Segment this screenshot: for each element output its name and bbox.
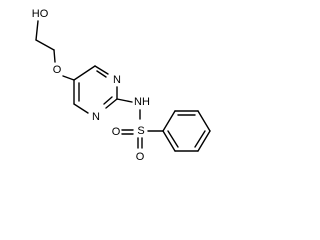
bond-o-ch2 (35, 20, 39, 41)
bond-c2-nh (116, 98, 133, 103)
bond-c2-n1-double (103, 96, 113, 105)
bond-c4-n3-double (96, 70, 107, 78)
bond-ph-3 (197, 110, 211, 132)
bond-ph-6 (162, 130, 176, 152)
sulfonamide-linkage (116, 98, 164, 149)
atom-labels: HO O N N NH S O O (32, 8, 150, 163)
bond-c5-c4 (73, 65, 96, 81)
bond-n1-c6 (73, 103, 89, 114)
bond-ph-6-double (167, 130, 179, 148)
molecule-drawing: HO O N N NH S O O (32, 8, 211, 163)
atom-amine: NH (134, 96, 150, 108)
bond-c4-n3 (94, 65, 109, 75)
atom-hydroxyl: HO (32, 8, 49, 20)
atom-ether-oxygen: O (53, 64, 62, 76)
atom-sulfur: S (137, 125, 144, 137)
pyrimidine-ring (73, 65, 118, 114)
atom-ring-nitrogen-top: N (113, 74, 121, 86)
atom-sulfonyl-oxygen-bottom: O (136, 151, 145, 163)
bond-ph-4 (197, 130, 211, 152)
hydroxyethyl-chain (35, 20, 75, 81)
bond-ch2-ch2 (35, 39, 55, 51)
bond-ph-4-double (194, 130, 206, 148)
bond-c2-n1 (105, 98, 118, 109)
atom-ring-nitrogen-bottom: N (92, 111, 100, 123)
atom-sulfonyl-oxygen-left: O (112, 126, 121, 138)
bond-oether-ring (62, 75, 75, 81)
structure-canvas: HO O N N NH S O O (31, 8, 211, 163)
bond-ch2-oether (53, 49, 56, 63)
phenyl-ring (162, 110, 211, 152)
bond-ph-1 (162, 110, 176, 132)
